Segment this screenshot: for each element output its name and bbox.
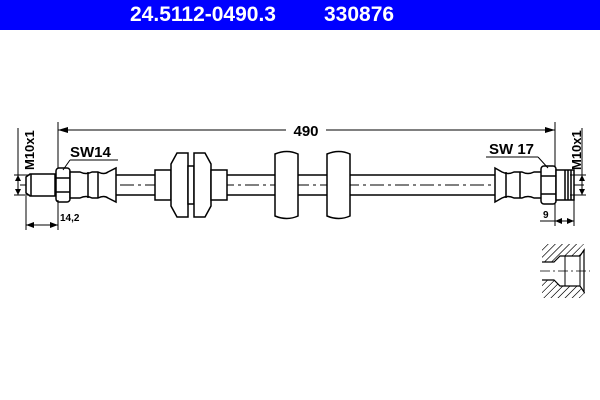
reference-code: 330876 xyxy=(324,3,395,26)
right-thread-label: M10x1 xyxy=(569,130,584,170)
right-length-dimension xyxy=(540,200,575,226)
right-wrench-size: SW 17 xyxy=(489,141,534,158)
hose-clip xyxy=(154,152,228,218)
right-length-label: 9 xyxy=(543,210,549,221)
length-dimension xyxy=(57,122,556,190)
left-wrench-size: SW14 xyxy=(70,144,112,161)
left-fitting xyxy=(25,166,117,204)
right-thread-dimension xyxy=(570,128,586,196)
left-length-dimension xyxy=(25,196,59,230)
left-thread-label: M10x1 xyxy=(22,130,37,170)
grommet-1 xyxy=(274,150,299,220)
title-bar: 24.5112-0490.3 330876 xyxy=(0,0,600,30)
length-label: 490 xyxy=(293,123,318,140)
left-thread-dimension xyxy=(14,128,30,196)
port-section-detail xyxy=(540,244,590,298)
left-length-label: 14,2 xyxy=(60,213,80,224)
right-fitting xyxy=(494,165,575,205)
part-number: 24.5112-0490.3 xyxy=(130,3,276,26)
sw14-leader xyxy=(62,159,71,171)
sw17-leader xyxy=(537,156,549,169)
grommet-2 xyxy=(326,150,351,220)
